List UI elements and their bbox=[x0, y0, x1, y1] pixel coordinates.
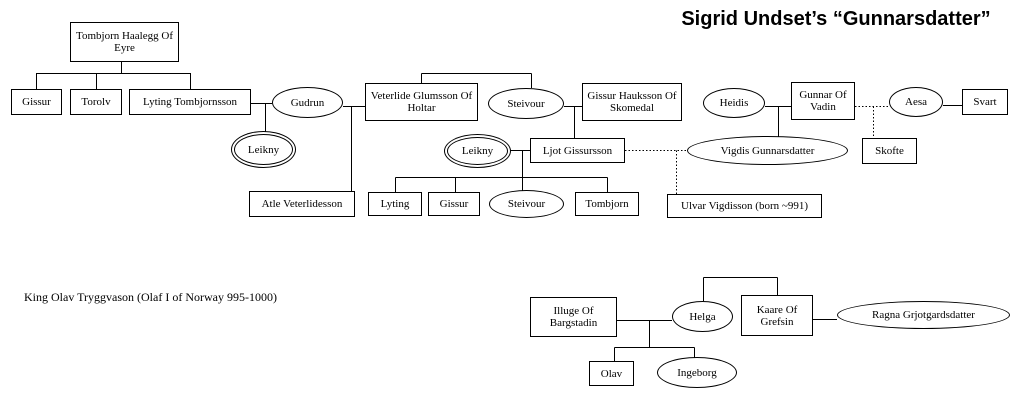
node-svart: Svart bbox=[962, 89, 1008, 115]
node-tombjorn-jr: Tombjorn bbox=[575, 192, 639, 216]
node-ulvar-vigdisson: Ulvar Vigdisson (born ~991) bbox=[667, 194, 822, 218]
node-skofte: Skofte bbox=[862, 138, 917, 164]
node-label: Ragna Grjotgardsdatter bbox=[872, 309, 975, 321]
node-label: Tombjorn bbox=[585, 198, 629, 210]
node-gissur-jr: Gissur bbox=[428, 192, 480, 216]
node-torolv: Torolv bbox=[70, 89, 122, 115]
node-label: Ingeborg bbox=[677, 366, 717, 379]
node-gunnar-of-vadin: Gunnar Of Vadin bbox=[791, 82, 855, 120]
node-label: Illuge Of Bargstadin bbox=[549, 305, 598, 329]
node-label: Aesa bbox=[905, 96, 927, 108]
node-label: Lyting Tombjornsson bbox=[142, 96, 238, 108]
node-label: Svart bbox=[973, 96, 997, 108]
node-illuge-of-bargstadin: Illuge Of Bargstadin bbox=[530, 297, 617, 337]
node-helga: Helga bbox=[672, 301, 733, 332]
node-label: Helga bbox=[689, 310, 716, 323]
node-label: Leikny bbox=[461, 145, 494, 157]
node-steivour-elder: Steivour bbox=[488, 88, 564, 119]
node-gudrun: Gudrun bbox=[272, 87, 343, 118]
node-leikny-wife: Leikny bbox=[447, 137, 508, 165]
node-label: Veterlide Glumsson Of Holtar bbox=[370, 90, 473, 114]
king-olav-note: King Olav Tryggvason (Olaf I of Norway 9… bbox=[24, 290, 277, 304]
node-label: Tombjorn Haalegg Of Eyre bbox=[76, 30, 173, 54]
node-label: Ljot Gissursson bbox=[542, 144, 613, 157]
node-kaare-of-grefsin: Kaare Of Grefsin bbox=[741, 295, 813, 336]
node-tombjorn-haalegg-of-eyre: Tombjorn Haalegg Of Eyre bbox=[70, 22, 179, 62]
node-label: Steivour bbox=[507, 97, 545, 110]
node-label: Gissur bbox=[439, 198, 469, 210]
node-vigdis-gunnarsdatter: Vigdis Gunnarsdatter bbox=[687, 136, 848, 165]
node-gissur-hauksson-of-skomedal: Gissur Hauksson Of Skomedal bbox=[582, 83, 682, 121]
node-label: Atle Veterlidesson bbox=[261, 198, 343, 210]
node-label: Steivour bbox=[507, 198, 546, 210]
node-label: Gissur Hauksson Of Skomedal bbox=[587, 90, 677, 114]
node-label: Vigdis Gunnarsdatter bbox=[720, 144, 815, 157]
node-heidis: Heidis bbox=[703, 88, 765, 118]
node-label: Lyting bbox=[380, 198, 410, 210]
node-ragna-grjotgardsdatter: Ragna Grjotgardsdatter bbox=[837, 301, 1010, 329]
node-label: Skofte bbox=[875, 145, 904, 157]
node-olav: Olav bbox=[589, 361, 634, 386]
node-lyting-jr: Lyting bbox=[368, 192, 422, 216]
node-label: Leikny bbox=[247, 143, 280, 156]
node-gissur-sr: Gissur bbox=[11, 89, 62, 115]
diagram-title: Sigrid Undset’s “Gunnarsdatter” bbox=[681, 8, 991, 30]
node-atle-veterlidesson: Atle Veterlidesson bbox=[249, 191, 355, 217]
node-aesa: Aesa bbox=[889, 87, 943, 117]
node-label: Gudrun bbox=[290, 96, 325, 109]
node-label: Ulvar Vigdisson (born ~991) bbox=[681, 200, 808, 212]
node-label: Kaare Of Grefsin bbox=[756, 303, 798, 328]
node-label: Olav bbox=[600, 367, 623, 380]
node-label: Torolv bbox=[81, 96, 111, 108]
node-leikny-daughter: Leikny bbox=[234, 134, 293, 165]
node-lyting-tombjornsson: Lyting Tombjornsson bbox=[129, 89, 251, 115]
node-ingeborg: Ingeborg bbox=[657, 357, 737, 388]
node-label: Heidis bbox=[719, 97, 749, 109]
node-ljot-gissursson: Ljot Gissursson bbox=[530, 138, 625, 163]
node-label: Gissur bbox=[22, 96, 51, 108]
node-steivour-jr: Steivour bbox=[489, 190, 564, 218]
node-veterlide-glumsson-of-holtar: Veterlide Glumsson Of Holtar bbox=[365, 83, 478, 121]
node-label: Gunnar Of Vadin bbox=[799, 89, 847, 113]
